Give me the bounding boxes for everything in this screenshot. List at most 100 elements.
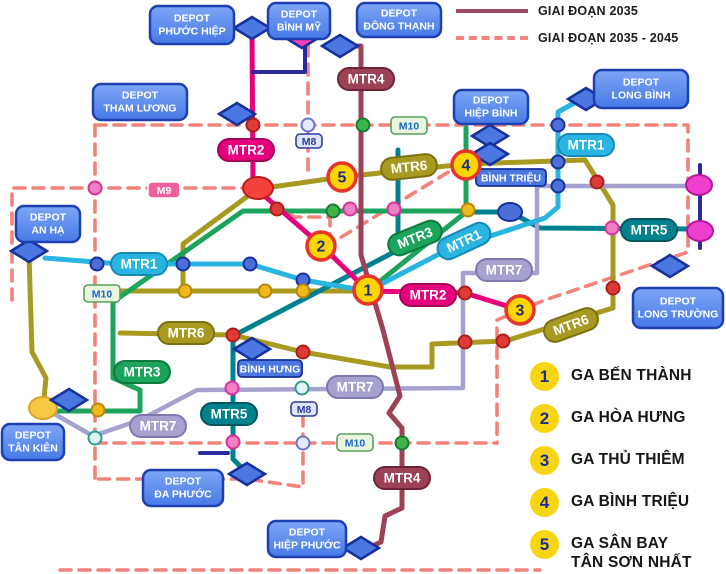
interchange-node-red [457, 334, 473, 350]
line-label-mtr3: MTR3 [113, 360, 171, 384]
station-number: 1 [364, 283, 373, 300]
line-label-mtr6: MTR6 [543, 307, 599, 343]
depot-diamond-icon [319, 33, 361, 59]
depot-box-bg [592, 68, 690, 110]
depot-box-bg [631, 286, 725, 330]
marker-m8: M8 [295, 133, 323, 149]
interchange-node-pink [342, 201, 358, 217]
depot-label-line1: DEPOT [281, 9, 318, 21]
interchange-node-lavring [300, 117, 316, 133]
station-circle-3: 3 [504, 294, 536, 326]
marker-m9: M9 [147, 181, 181, 199]
metro-line-mtr7 [41, 183, 695, 439]
line-label-text: MTR7 [337, 380, 374, 395]
marker-text: M10 [92, 288, 113, 300]
terminus-magenta-ellipse [685, 174, 713, 196]
depot-box-bg [266, 519, 348, 559]
line-label-mtr6: MTR6 [157, 321, 215, 345]
depot-label-line2: LONG BÌNH [612, 89, 671, 102]
interchange-node-pink [225, 434, 241, 450]
phase-legend-label: GIAI ĐOẠN 2035 [538, 4, 639, 18]
station-legend-name: GA THỦ THIÊM [571, 451, 685, 468]
marker-m8: M8 [290, 401, 318, 417]
line-label-bg [387, 219, 443, 257]
line-label-bg [337, 67, 395, 91]
depot-box-bg [148, 4, 236, 46]
station-legend-number: 4 [530, 488, 559, 517]
station-circle-bg [504, 294, 536, 326]
metro-line-mtr6 [180, 187, 259, 294]
interchange-node-red [457, 285, 473, 301]
marker-m10: M10 [390, 116, 428, 135]
solid-line-swatch-icon [456, 9, 528, 13]
metro-line-mtr6 [26, 252, 49, 401]
line-label-bg [557, 133, 615, 157]
terminus-blue-ellipse [497, 202, 523, 222]
station-circle-bg [305, 230, 337, 262]
interchange-node-red [225, 327, 241, 343]
depot-label-line2: THAM LƯƠNG [103, 103, 176, 115]
terminus-magenta-ellipse [686, 220, 714, 242]
line-label-text: MTR4 [348, 72, 385, 87]
marker-m10: M10 [83, 284, 121, 303]
depot-diamond-icon [649, 253, 691, 279]
line-label-bg [217, 138, 275, 162]
line-label-text: MTR1 [121, 257, 158, 272]
depot-label-line1: DEPOT [623, 77, 660, 89]
marker-text: M8 [297, 404, 312, 416]
line-label-text: MTR5 [211, 407, 248, 422]
depot-diamond-icon [469, 141, 511, 167]
area-label-text: BÌNH TRIỆU [481, 171, 541, 184]
interchange-node-blue [175, 256, 191, 272]
interchange-node-pink [386, 201, 402, 217]
line-label-text: MTR2 [410, 288, 447, 303]
depot-label-line1: DEPOT [15, 430, 52, 442]
station-legend-name: GA BẾN THÀNH [571, 367, 692, 384]
station-number: 4 [462, 158, 471, 175]
station-circle-bg [352, 274, 384, 306]
depot-label-line2: HIỆP BÌNH [465, 107, 518, 120]
area-label-bg [237, 359, 303, 378]
depot-label-line1: DEPOT [174, 13, 211, 25]
line-label-mtr7: MTR7 [326, 375, 384, 399]
interchange-node-red [495, 333, 511, 349]
marker-bg [147, 181, 181, 199]
station-circle-bg [450, 149, 482, 181]
depot-box-bg [91, 82, 189, 122]
marker-text: M8 [302, 136, 317, 148]
line-label-bg [475, 258, 533, 282]
depot-diamond-icon [340, 535, 382, 561]
depot-label-line2: PHƯỚC HIỆP [158, 25, 225, 38]
line-label-mtr7: MTR7 [475, 258, 533, 282]
nodes-layer [28, 117, 714, 451]
interchange-node-red [589, 174, 605, 190]
station-circle-bg [326, 161, 358, 193]
depot-label-line2: LONG TRƯỜNG [638, 308, 719, 321]
line-label-mtr1: MTR1 [557, 133, 615, 157]
interchange-node-green [325, 203, 341, 219]
metro-line-mtr3 [365, 209, 469, 294]
line-label-mtr4: MTR4 [373, 466, 431, 490]
depot-label-line1: DEPOT [289, 527, 326, 539]
depot-box-bg [266, 1, 332, 41]
line-label-text: MTR6 [168, 326, 205, 341]
line-label-mtr2: MTR2 [399, 283, 457, 307]
line-label-bg [543, 307, 599, 343]
station-number: 5 [338, 170, 347, 187]
line-label-bg [620, 218, 678, 242]
interchange-node-gold [257, 283, 273, 299]
line-label-mtr7: MTR7 [129, 414, 187, 438]
phase2-dashed-line [95, 413, 305, 489]
depot-label-line1: DEPOT [660, 296, 697, 308]
